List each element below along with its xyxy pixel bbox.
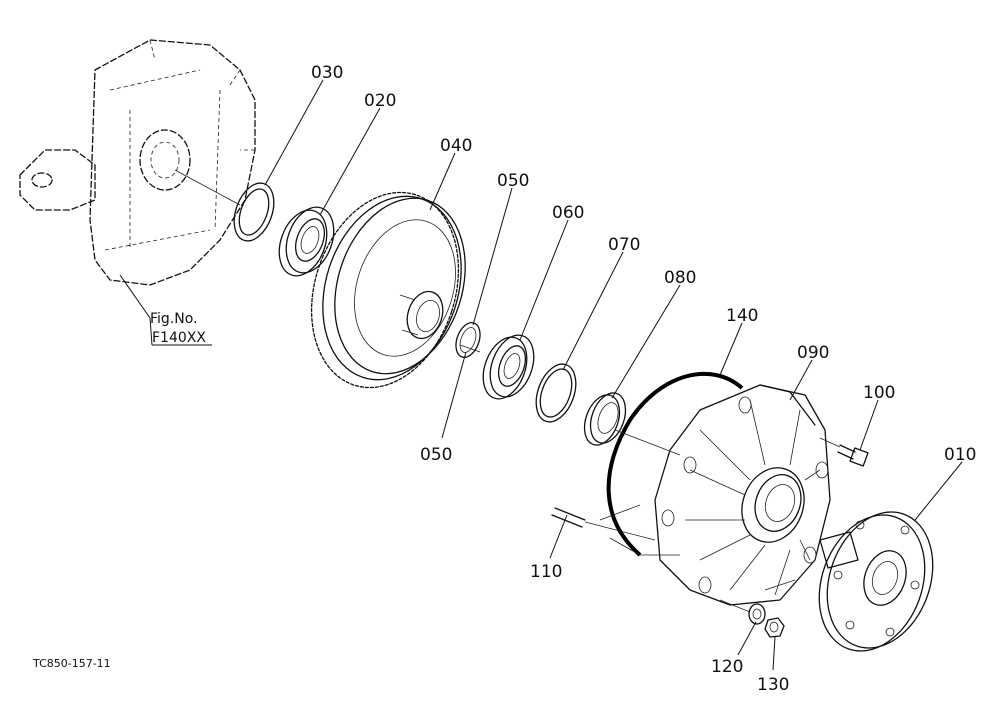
fig-ref-line1: Fig.No. [150, 311, 198, 327]
part-020-bearing [278, 206, 335, 277]
part-060-bearing [482, 334, 535, 400]
callout-020: 020 [364, 91, 396, 111]
drawing-code: TC850-157-11 [32, 657, 111, 670]
part-090-case [654, 384, 831, 606]
callout-070: 070 [608, 235, 640, 255]
callout-090: 090 [797, 343, 829, 363]
housing-part [19, 39, 256, 286]
part-070-ring [535, 363, 577, 423]
part-140-o-ring [606, 371, 744, 557]
callout-130: 130 [757, 675, 789, 695]
part-040-gear [310, 191, 466, 389]
callout-050-bottom: 050 [420, 445, 452, 465]
part-110-stud [551, 507, 656, 541]
leader-lines [264, 79, 963, 671]
part-120-washer [748, 603, 766, 625]
callout-140: 140 [726, 306, 758, 326]
callout-030: 030 [311, 63, 343, 83]
callout-080: 080 [664, 268, 696, 288]
part-010-flange [818, 511, 934, 652]
part-030-seal [233, 182, 275, 242]
callout-100: 100 [863, 383, 895, 403]
part-100-bolt [819, 437, 869, 467]
part-080-seal [583, 392, 627, 446]
part-130-nut [764, 617, 785, 638]
callout-120: 120 [711, 657, 743, 677]
part-050-snap-ring [455, 322, 481, 358]
callout-050-top: 050 [497, 171, 529, 191]
callout-040: 040 [440, 136, 472, 156]
fig-ref-line2: F140XX [152, 330, 206, 346]
callout-110: 110 [530, 562, 562, 582]
callout-060: 060 [552, 203, 584, 223]
callout-010: 010 [944, 445, 976, 465]
